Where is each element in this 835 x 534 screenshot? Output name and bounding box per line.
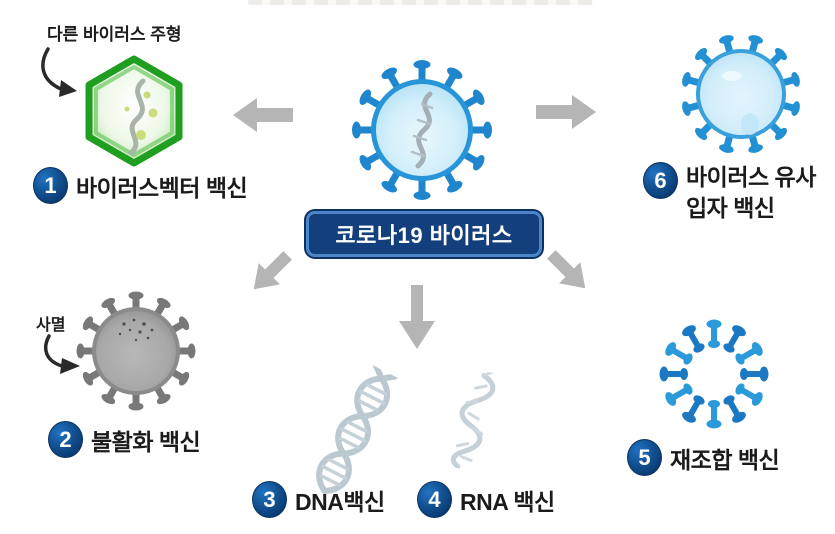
- inactivated-virus-icon: [76, 291, 196, 411]
- vaccine-label-virus-like-particle: 바이러스 유사 입자 백신: [686, 164, 816, 221]
- arrow-down-icon: [399, 285, 435, 349]
- vaccine-number-badge-2: 2: [48, 421, 83, 458]
- arrow-down-left-icon: [253, 251, 292, 290]
- coronavirus-icon: [352, 60, 492, 200]
- vaccine-number-badge-4: 4: [417, 481, 452, 518]
- vaccine-number-badge-5: 5: [627, 439, 662, 476]
- vaccine-item-viral-vector: 1 바이러스벡터 백신: [33, 167, 248, 204]
- viral-vector-hexagon-icon: [85, 55, 183, 167]
- vaccine-number-badge-1: 1: [33, 167, 68, 204]
- recombinant-spikes-icon: [659, 319, 769, 429]
- virus-like-particle-icon: [680, 33, 802, 155]
- vaccine-number-badge-3: 3: [252, 481, 287, 518]
- vaccine-label-inactivated: 불활화 백신: [91, 428, 201, 455]
- vaccine-label-dna: DNA백신: [295, 488, 385, 515]
- arrow-down-right-icon: [547, 250, 586, 289]
- vaccine-item-virus-like-particle: 6 바이러스 유사 입자 백신: [643, 162, 816, 224]
- note-killed: 사멸: [36, 317, 66, 334]
- vaccine-label-viral-vector: 바이러스벡터 백신: [76, 174, 248, 201]
- curved-arrow-to-inactivated-icon: [44, 334, 80, 374]
- corona19-virus-banner: 코로나19 바이러스: [306, 211, 542, 257]
- dna-helix-icon: [316, 362, 399, 494]
- arrow-left-icon: [233, 98, 293, 132]
- rna-strand-icon: [450, 369, 497, 469]
- vaccine-label-recombinant: 재조합 백신: [670, 446, 780, 473]
- vaccine-item-recombinant: 5 재조합 백신: [627, 439, 780, 476]
- vaccine-label-rna: RNA 백신: [460, 488, 555, 515]
- cut-off-title-artifact: [248, 0, 593, 5]
- curved-arrow-to-hexagon-icon: [41, 47, 77, 97]
- vaccine-item-inactivated: 2 불활화 백신: [48, 421, 201, 458]
- arrow-right-icon: [536, 95, 596, 129]
- vaccine-item-dna: 3 DNA백신: [252, 481, 385, 518]
- note-other-virus-template: 다른 바이러스 주형: [47, 25, 182, 44]
- vaccine-number-badge-6: 6: [643, 162, 678, 199]
- vaccine-item-rna: 4 RNA 백신: [417, 481, 555, 518]
